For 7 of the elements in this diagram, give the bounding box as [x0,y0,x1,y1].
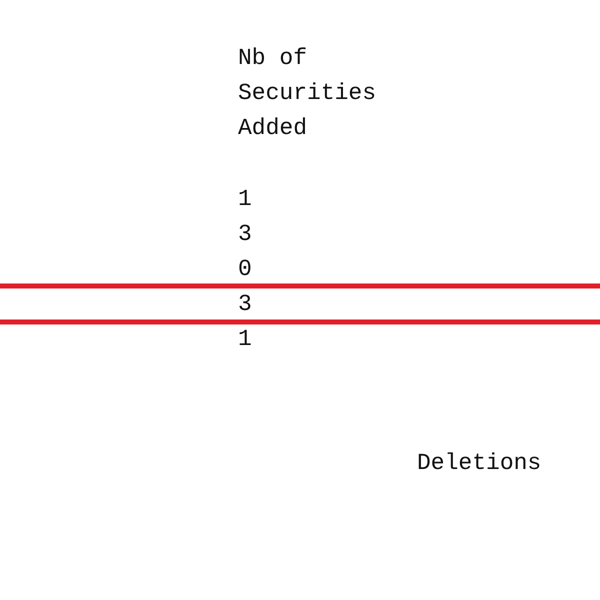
section-heading: Deletions [417,449,542,478]
table-cell-text: 1 [238,185,252,214]
table-cell-text: 1 [238,325,252,354]
table-cell-text: 3 [238,290,252,319]
table-cell-text: 3 [238,220,252,249]
table-cell-text: 0 [238,255,252,284]
column-header: Nb of Securities Added [238,44,378,143]
